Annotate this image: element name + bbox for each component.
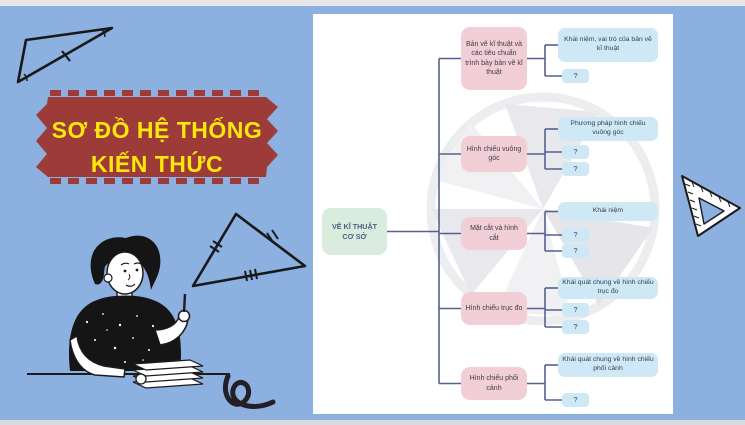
mindmap-question-node[interactable]: ? — [562, 228, 589, 242]
mindmap-branch-node[interactable]: Mặt cắt và hình cắt — [461, 217, 527, 250]
mindmap-panel: VẼ KĨ THUẬT CƠ SỞ Khái niệm, vai trò của… — [313, 14, 673, 414]
top-margin-strip — [0, 0, 745, 6]
mindmap-question-node[interactable]: ? — [562, 393, 589, 407]
mindmap-nodes-layer: VẼ KĨ THUẬT CƠ SỞ Khái niệm, vai trò của… — [313, 14, 673, 414]
mindmap-question-node[interactable]: ? — [562, 145, 589, 159]
title-banner[interactable]: SƠ ĐỒ HỆ THỐNG KIẾN THỨC — [34, 90, 280, 184]
triangle-sketch-icon — [16, 26, 114, 84]
banner-ribbon-shape — [36, 90, 278, 184]
mindmap-child-node[interactable]: Khái niệm, vai trò của bản vẽ kĩ thuật — [558, 28, 658, 62]
mindmap-root-node[interactable]: VẼ KĨ THUẬT CƠ SỞ — [322, 208, 387, 255]
mindmap-child-node[interactable]: Khái niệm — [558, 202, 658, 221]
mindmap-child-node[interactable]: Phương pháp hình chiếu vuông góc — [558, 117, 658, 141]
slide-title-line2: KIẾN THỨC — [90, 151, 224, 177]
set-square-icon — [681, 175, 741, 237]
mindmap-branch-node[interactable]: Hình chiếu trục đo — [461, 292, 527, 325]
triangle-sketch-icon — [191, 212, 307, 288]
slide-title-line1: SƠ ĐỒ HỆ THỐNG — [51, 117, 263, 143]
mindmap-connectors — [387, 44, 562, 401]
mindmap-branch-node[interactable]: Hình chiếu phối cảnh — [461, 367, 527, 400]
mindmap-question-node[interactable]: ? — [562, 162, 589, 176]
mindmap-child-node[interactable]: Khái quát chung về hình chiếu phối cảnh — [558, 353, 658, 377]
mindmap-branch-node[interactable]: Hình chiếu vuông góc — [461, 136, 527, 172]
squiggle-doodle-icon — [223, 373, 276, 409]
mindmap-child-node[interactable]: Khái quát chung về hình chiếu trục đo — [558, 277, 658, 299]
mindmap-question-node[interactable]: ? — [562, 303, 589, 317]
mindmap-question-node[interactable]: ? — [562, 69, 589, 83]
mindmap-question-node[interactable]: ? — [562, 244, 589, 258]
mindmap-branch-node[interactable]: Bản vẽ kĩ thuật và các tiêu chuẩn trình … — [461, 27, 527, 90]
bottom-margin-strip — [0, 420, 745, 425]
person-studying-illustration — [27, 235, 230, 389]
mindmap-question-node[interactable]: ? — [562, 320, 589, 334]
